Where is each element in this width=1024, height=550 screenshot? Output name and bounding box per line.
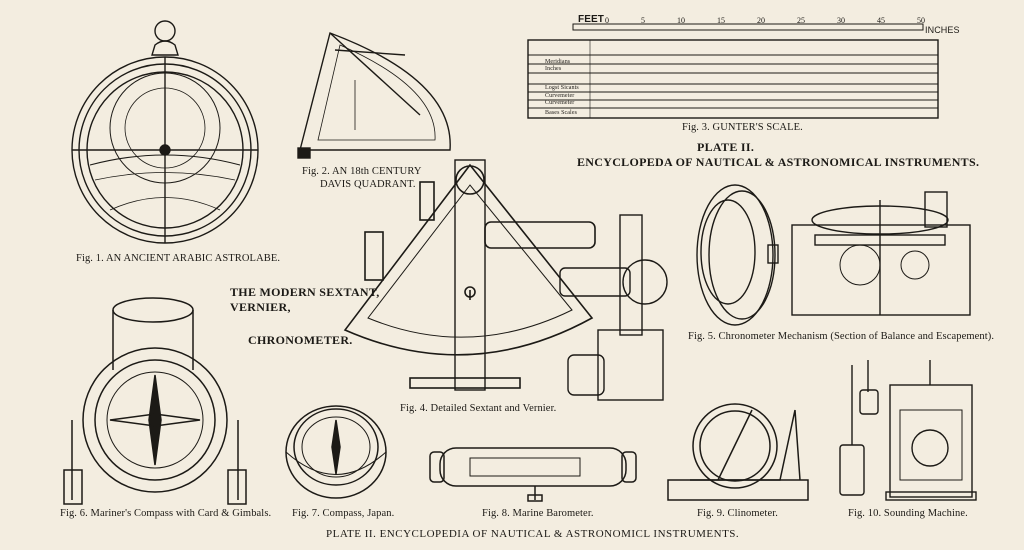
- gunter-tick: 30: [837, 16, 845, 25]
- plate-title: PLATE II.: [697, 140, 755, 154]
- plate-subtitle: ENCYCLOPEDA OF NAUTICAL & ASTRONOMICAL I…: [577, 155, 980, 169]
- fig10-caption: Fig. 10. Sounding Machine.: [848, 508, 968, 519]
- gunter-tick: 15: [717, 16, 725, 25]
- gunter-row-label: Curvemeter: [545, 93, 575, 99]
- sounding-machine-icon: [839, 360, 977, 501]
- clinometer-icon: [667, 403, 809, 501]
- fig4-caption: Fig. 4. Detailed Sextant and Vernier.: [400, 403, 557, 414]
- fig6-caption: Fig. 6. Mariner's Compass with Card & Gi…: [60, 508, 272, 519]
- gunter-inches-label: INCHES: [925, 25, 960, 35]
- gunter-tick: 5: [641, 16, 645, 25]
- vernier-icon: [559, 214, 668, 401]
- astrolabe-icon: [71, 20, 259, 244]
- gunter-row-label: Bases Scales: [545, 110, 578, 116]
- fig7-caption: Fig. 7. Compass, Japan.: [292, 508, 395, 519]
- gunter-tick: 0: [605, 16, 609, 25]
- gunter-row-label: Logst Sicants: [545, 85, 579, 91]
- section-heading-vernier: VERNIER,: [230, 300, 291, 314]
- gunter-tick: 10: [677, 16, 685, 25]
- fig2-caption-line2: DAVIS QUADRANT.: [320, 179, 416, 190]
- fig9-caption: Fig. 9. Clinometer.: [697, 508, 778, 519]
- section-heading-chronometer: CHRONOMETER.: [248, 333, 353, 347]
- chronometer-mechanism-icon: [791, 191, 971, 316]
- fig1-caption: Fig. 1. AN ANCIENT ARABIC ASTROLABE.: [76, 253, 281, 264]
- quadrant-icon: [297, 32, 451, 159]
- gunter-feet-label: FEET: [578, 14, 604, 25]
- gunter-tick: 45: [877, 16, 885, 25]
- gunter-row-label: Inches: [545, 66, 562, 72]
- gunter-row-label: Curvemeter: [545, 100, 575, 106]
- plate-footer: PLATE II. ENCYCLOPEDIA OF NAUTICAL & AST…: [326, 528, 740, 540]
- gunter-scale-icon: [527, 23, 939, 119]
- gunter-tick: 25: [797, 16, 805, 25]
- gunter-row-label: Meridians: [545, 59, 571, 65]
- gunter-top-ticks: 0 5 10 15 20 25 30 45 50: [605, 16, 925, 25]
- fig3-caption: Fig. 3. GUNTER'S SCALE.: [682, 122, 803, 133]
- gunter-tick: 50: [917, 16, 925, 25]
- compass-japan-icon: [285, 405, 387, 499]
- sextant-icon: [343, 159, 596, 391]
- chronometer-icon: [696, 184, 779, 326]
- marine-barometer-icon: [429, 447, 637, 502]
- fig8-caption: Fig. 8. Marine Barometer.: [482, 508, 594, 519]
- fig2-caption-line1: Fig. 2. AN 18th CENTURY: [302, 166, 422, 177]
- section-heading-sextant: THE MODERN SEXTANT,: [230, 285, 380, 299]
- fig5-caption: Fig. 5. Chronometer Mechanism (Section o…: [688, 331, 995, 342]
- mariners-compass-icon: [63, 297, 247, 505]
- gunter-tick: 20: [757, 16, 765, 25]
